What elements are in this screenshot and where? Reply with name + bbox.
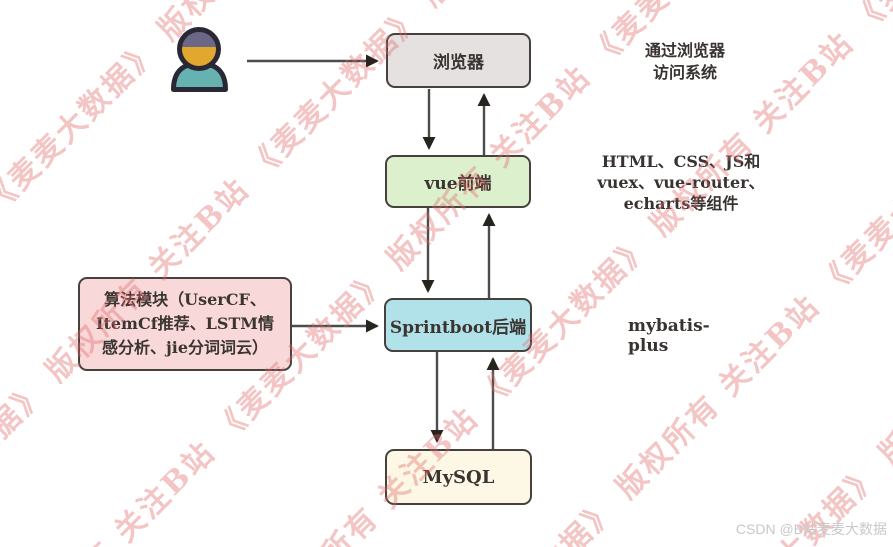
user-icon-head-outline [177,27,221,71]
note-browser-access: 通过浏览器 访问系统 [644,41,725,82]
node-browser: 浏览器 [386,33,531,88]
node-mysql-label: MySQL [422,466,495,488]
node-springboot-label: Sprintboot后端 [389,317,527,338]
note-mybatis-plus: mybatis-plus [628,316,710,356]
node-algorithm: 算法模块（UserCF、 ItemCf推荐、LSTM情 感分析、jie分词词云） [78,277,292,371]
node-algorithm-label: 算法模块（UserCF、 ItemCf推荐、LSTM情 感分析、jie分词词云） [95,290,275,357]
node-springboot: Sprintboot后端 [384,298,532,352]
node-vue-label: vue前端 [424,174,492,194]
node-mysql: MySQL [385,449,532,505]
user-icon [171,27,228,92]
node-vue: vue前端 [385,155,531,208]
csdn-credit: CSDN @B站麦麦大数据 [735,521,887,537]
note-vue-components: HTML、CSS、JS和 vuex、vue-router、 echarts等组件 [597,152,765,213]
node-browser-label: 浏览器 [433,53,484,73]
